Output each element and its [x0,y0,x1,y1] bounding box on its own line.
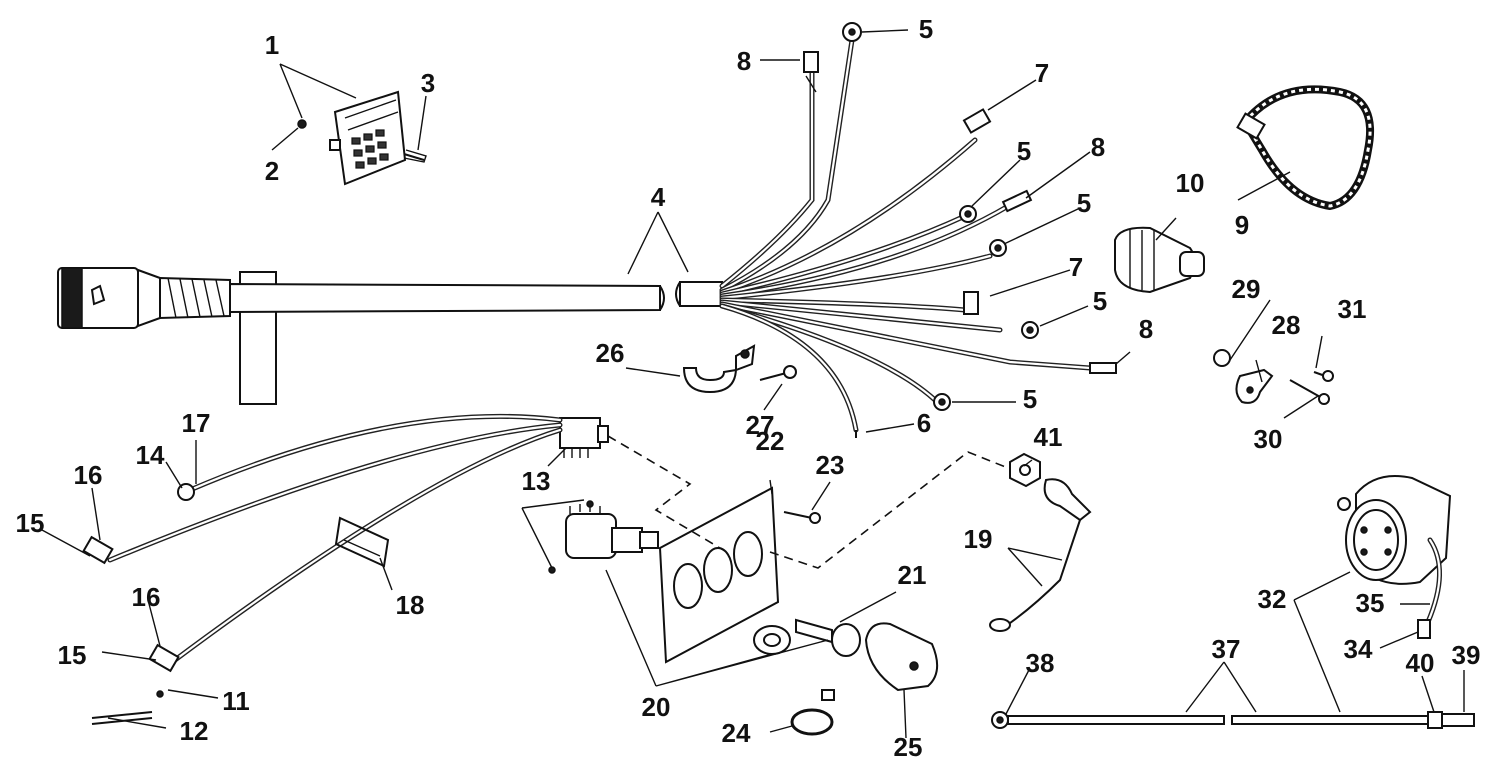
switch-boot [864,622,939,692]
callout-8-a: 8 [737,46,751,76]
callout-20: 20 [642,692,671,722]
callout-6: 6 [917,408,931,438]
callout-12: 12 [180,716,209,746]
switch-nut [753,625,791,655]
ignition-key [795,618,861,657]
wire-terminals [803,22,1117,438]
callout-5-d: 5 [1093,286,1107,316]
callout-40: 41 [1034,422,1063,452]
ignition-switch [548,500,659,574]
callout-16-a: 16 [74,460,103,490]
callout-11: 11 [222,686,250,716]
callout-16-b: 16 [132,582,161,612]
leader-lines [41,29,1465,739]
callout-9: 9 [1235,210,1249,240]
main-harness-cable [57,267,723,405]
callout-3: 3 [421,68,435,98]
callout-29: 29 [1232,274,1261,304]
panel-screw [783,511,821,524]
callout-32: 32 [1258,584,1287,614]
switch-leads [82,413,609,725]
callout-5-c: 5 [1077,188,1091,218]
callout-7-b: 7 [1069,252,1083,282]
callout-8-c: 8 [1139,314,1153,344]
callout-17: 17 [182,408,211,438]
warning-horn [1337,475,1452,639]
callout-38: 39 [1452,640,1481,670]
callout-2: 2 [265,156,279,186]
callout-5-a: 5 [919,14,933,44]
callout-1: 1 [265,30,279,60]
harness-wires [719,37,1093,433]
callout-10: 10 [1176,168,1205,198]
callout-39: 40 [1406,648,1435,678]
callout-5-b: 5 [1017,136,1031,166]
callout-30: 30 [1254,424,1283,454]
routing-lines [607,435,1009,569]
clamp-screw [759,365,797,381]
switch-panel [658,486,780,664]
callout-14: 14 [136,440,165,470]
cable-tie-strap [1236,85,1375,211]
callout-22: 22 [756,426,785,456]
callout-34: 34 [1344,634,1373,664]
callout-labels: 1 2 3 4 5 8 7 5 8 5 7 5 8 5 6 10 9 29 28… [16,14,1481,762]
callout-19: 19 [964,524,993,554]
callout-21: 21 [898,560,927,590]
ground-clip [1213,349,1334,405]
callout-36: 37 [1212,634,1241,664]
callout-15-b: 15 [58,640,87,670]
callout-37: 38 [1026,648,1055,678]
terminal-plate-assembly [297,90,427,186]
cable-clamp [682,344,756,394]
callout-13: 13 [522,466,551,496]
callout-31: 31 [1338,294,1367,324]
callout-5-e: 5 [1023,384,1037,414]
callout-23: 23 [816,450,845,480]
callout-28: 28 [1272,310,1301,340]
callout-4: 4 [651,182,666,212]
callout-7-a: 7 [1035,58,1049,88]
callout-24: 24 [722,718,751,748]
plug-connector [1114,226,1205,294]
callout-35: 35 [1356,588,1385,618]
callout-27: 27 [746,410,775,440]
strap-clip [790,689,835,736]
callout-8-b: 8 [1091,132,1105,162]
callout-26: 26 [596,338,625,368]
callout-25: 25 [894,732,923,762]
horn-lead [991,711,1475,729]
callout-15-a: 15 [16,508,45,538]
ground-lead [989,452,1092,632]
callout-18: 18 [396,590,425,620]
